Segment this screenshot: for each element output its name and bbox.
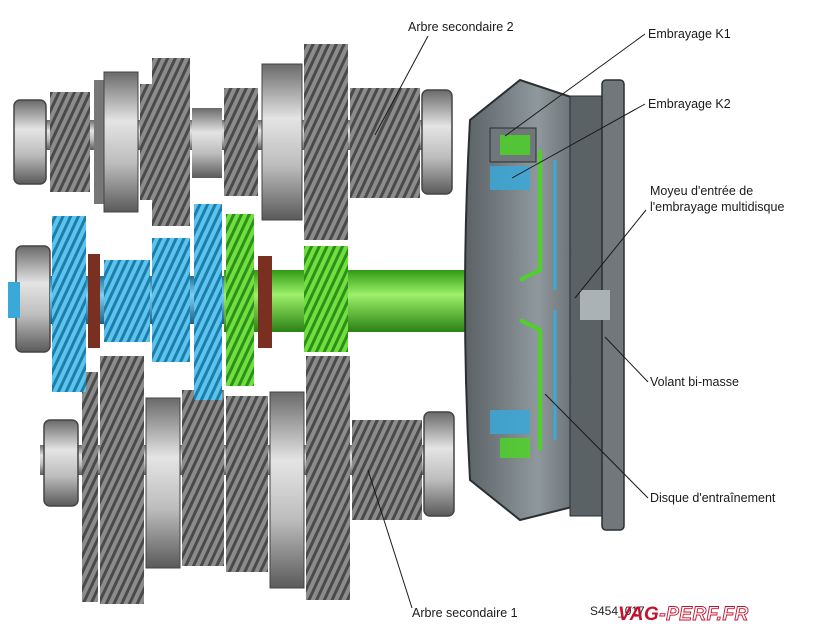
leader-volant bbox=[604, 336, 649, 383]
upper-bearing-right bbox=[421, 89, 453, 195]
input-bearing-left bbox=[15, 245, 51, 353]
label-arbre-secondaire-1: Arbre secondaire 1 bbox=[412, 606, 518, 620]
leader-lines bbox=[367, 33, 649, 609]
dual-clutch-assembly bbox=[464, 78, 625, 531]
label-volant-bi-masse: Volant bi-masse bbox=[650, 375, 739, 389]
label-embrayage-k1: Embrayage K1 bbox=[648, 27, 731, 41]
label-arbre-secondaire-2: Arbre secondaire 2 bbox=[408, 20, 514, 34]
watermark-part-2: -PERF.FR bbox=[659, 604, 749, 626]
leader-moyeu bbox=[574, 209, 647, 299]
upper-output-shaft bbox=[13, 44, 453, 240]
clutch-k2-plates bbox=[490, 166, 530, 190]
watermark-logo: VAG-PERF.FR bbox=[618, 604, 749, 626]
label-embrayage-k2: Embrayage K2 bbox=[648, 97, 731, 111]
figure-code: S454_017 bbox=[590, 604, 645, 618]
lower-bearing-left bbox=[43, 419, 79, 507]
lower-output-shaft bbox=[40, 356, 455, 604]
leader-arbre-2 bbox=[374, 35, 429, 136]
label-disque-entrainement: Disque d'entraînement bbox=[650, 491, 776, 505]
leader-disque bbox=[544, 393, 649, 499]
leader-k2 bbox=[511, 103, 646, 179]
watermark-part-1: VAG bbox=[618, 604, 660, 625]
leader-arbre-1 bbox=[367, 469, 413, 609]
clutch-k1-plates bbox=[500, 135, 530, 155]
label-moyeu-entree: Moyeu d'entrée de l'embrayage multidisqu… bbox=[650, 184, 785, 214]
leader-k1 bbox=[504, 33, 646, 137]
lower-bearing-right bbox=[423, 411, 455, 517]
upper-bearing-left bbox=[13, 99, 47, 185]
